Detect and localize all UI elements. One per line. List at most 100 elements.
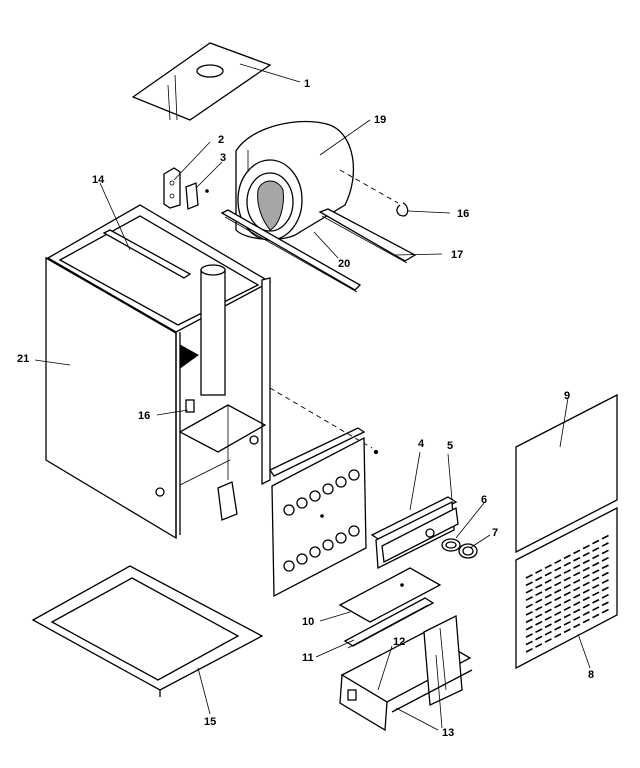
grille-slot (592, 606, 600, 612)
part-19-blower (235, 120, 355, 241)
callout-16-left: 16 (138, 410, 151, 422)
part-7-ring (458, 543, 478, 559)
callout-17: 17 (451, 249, 464, 261)
callout-4: 4 (418, 438, 425, 450)
part-15-base-pan (31, 565, 264, 697)
grille-slot (573, 549, 581, 555)
grille-slot (582, 544, 590, 550)
grille-slot (592, 598, 600, 604)
grille-slot (601, 608, 609, 614)
grille-slot (554, 633, 562, 639)
grille-slot (563, 583, 571, 589)
grille-slot (573, 608, 581, 614)
callout-11: 11 (302, 652, 314, 664)
grille-slot (592, 584, 600, 589)
grille-slot (601, 571, 609, 577)
grille-slot (592, 547, 600, 552)
part-17-rail (318, 208, 417, 264)
grille-slot (582, 581, 590, 587)
grille-slot (582, 566, 590, 572)
grille-slot (525, 618, 533, 624)
grille-slot (544, 601, 552, 606)
grille-slot (573, 571, 581, 577)
callout-1: 1 (304, 78, 311, 90)
grille-slot (544, 586, 552, 592)
callout-9: 9 (564, 390, 571, 402)
callout-16-top: 16 (457, 208, 470, 220)
grille-slot (535, 591, 543, 597)
grille-slot (563, 569, 571, 574)
grille-slot (601, 586, 609, 592)
grille-slot (582, 603, 590, 609)
part-2-bracket (163, 167, 181, 209)
burner-holes-bottom (283, 525, 360, 572)
grille-slot (563, 606, 571, 611)
part-9-panel (515, 393, 618, 554)
grille-slot (554, 603, 562, 609)
grille-slot (601, 556, 609, 562)
grille-slots (525, 534, 609, 653)
grille-slot (573, 593, 581, 599)
grille-slot (573, 601, 581, 607)
grille-slot (582, 588, 590, 594)
grille-slot (573, 556, 581, 562)
grille-slot (525, 633, 533, 638)
part-1-top-plate (131, 42, 272, 121)
callout-14: 14 (92, 174, 105, 186)
grille-slot (554, 574, 562, 579)
grille-slot (563, 561, 571, 567)
grille-slot (601, 579, 609, 584)
grille-slot (525, 573, 533, 579)
part-10-plate (338, 567, 442, 623)
grille-slot (554, 611, 562, 616)
grille-slot (592, 591, 600, 597)
grille-slot (525, 625, 533, 631)
burner-panel (271, 436, 367, 598)
grille-slot (582, 551, 590, 557)
grille-slot (582, 596, 590, 602)
grille-slot (601, 542, 609, 547)
grille-slot (535, 643, 543, 648)
callout-12: 12 (393, 636, 406, 648)
grille-slot (535, 583, 543, 589)
grille-slot (544, 593, 552, 599)
grille-slot (544, 578, 552, 584)
grille-slot (601, 601, 609, 607)
grille-slot (554, 596, 562, 602)
callout-7: 7 (492, 527, 499, 539)
burner-holes-top (283, 469, 360, 516)
grille-slot (601, 593, 609, 599)
grille-slot (592, 569, 600, 575)
grille-slot (535, 606, 543, 611)
callout-13: 13 (442, 727, 455, 739)
callout-6: 6 (481, 494, 488, 506)
grille-slot (554, 588, 562, 594)
grille-slot (535, 635, 543, 641)
grille-slot (525, 610, 533, 616)
grille-slot (554, 625, 562, 631)
part-11-plate (343, 597, 435, 649)
grille-slot (563, 628, 571, 634)
grille-slot (525, 596, 533, 601)
grille-slot (535, 598, 543, 604)
grille-slot (582, 574, 590, 579)
grille-slot (535, 620, 543, 626)
grille-slot (563, 576, 571, 582)
grille-slot (582, 611, 590, 616)
leader-lines (34, 63, 591, 731)
callout-2: 2 (218, 134, 225, 146)
grille-slot (535, 628, 543, 634)
part-16-clip-top (339, 169, 409, 217)
cabinet (45, 204, 379, 540)
grille-slot (525, 603, 533, 609)
grille-slot (573, 564, 581, 570)
grille-slot (554, 559, 562, 565)
part-4-5-manifold (370, 496, 459, 570)
callout-15: 15 (204, 716, 217, 728)
callout-19: 19 (374, 114, 387, 126)
grille-slot (525, 588, 533, 594)
grille-slot (563, 554, 571, 560)
grille-slot (544, 571, 552, 577)
grille-slot (573, 586, 581, 592)
grille-slot (573, 616, 581, 621)
